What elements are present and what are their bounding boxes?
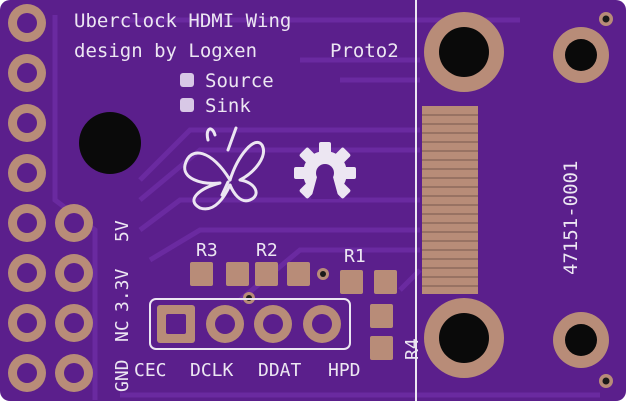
pin-header-bottom xyxy=(157,305,341,343)
mounting-hole xyxy=(79,112,141,174)
sink-label: Sink xyxy=(205,95,251,117)
board-title: Uberclock HDMI Wing xyxy=(74,10,291,32)
v33-label: 3.3V xyxy=(112,268,133,312)
v5-label: 5V xyxy=(112,220,133,242)
open-hardware-gear-icon xyxy=(294,142,356,199)
header-right-col xyxy=(55,204,93,392)
butterfly-logo-icon xyxy=(183,126,265,211)
nc-label: NC xyxy=(112,320,133,342)
r3-label: R3 xyxy=(196,240,218,261)
r4-label: R4 xyxy=(402,338,423,360)
ddat-label: DDAT xyxy=(258,360,302,381)
board-subtitle: design by Logxen xyxy=(74,40,257,62)
r2-label: R2 xyxy=(256,240,278,261)
gnd-label: GND xyxy=(112,359,133,392)
hdmi-signal-pads xyxy=(422,106,478,294)
header-left-col xyxy=(8,4,46,392)
corner-vias xyxy=(599,12,613,388)
hpd-label: HPD xyxy=(328,360,361,381)
source-label: Source xyxy=(205,70,274,92)
part-number: 47151-0001 xyxy=(560,161,582,275)
sink-marker xyxy=(180,98,194,112)
r1-label: R1 xyxy=(344,246,366,267)
pin-header-outline xyxy=(149,298,351,350)
hdmi-connector-outline xyxy=(415,0,417,401)
dclk-label: DCLK xyxy=(190,360,234,381)
source-marker xyxy=(180,73,194,87)
board-revision: Proto2 xyxy=(330,40,399,62)
cec-label: CEC xyxy=(134,360,167,381)
hdmi-shell-holes xyxy=(424,12,609,378)
smd-pads xyxy=(190,262,397,360)
